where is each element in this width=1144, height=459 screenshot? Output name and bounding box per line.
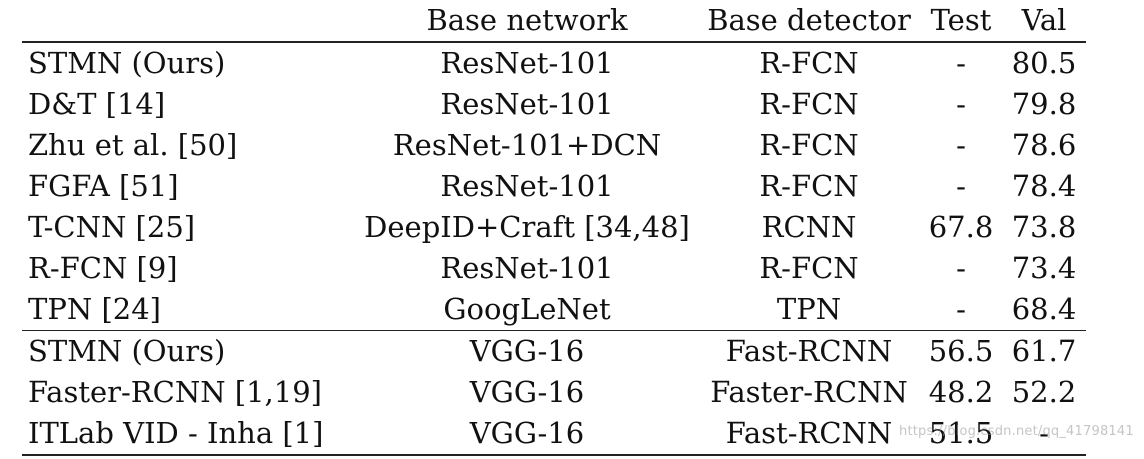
test-cell: - [920, 41, 1002, 84]
base-detector-cell: Fast-RCNN [698, 413, 920, 456]
base-network-cell: ResNet-101 [440, 87, 614, 121]
val-cell: 78.4 [1011, 169, 1077, 203]
header-test: Test [930, 3, 992, 37]
header-base-detector: Base detector [707, 3, 911, 37]
base-detector-cell: R-FCN [698, 41, 920, 84]
test-cell: - [956, 251, 966, 285]
header-row: Base network Base detector Test Val [22, 0, 1086, 42]
method-cell: Faster-RCNN [1,19] [28, 375, 322, 409]
base-network-cell: GoogLeNet [443, 292, 611, 326]
base-detector-cell: R-FCN [759, 87, 859, 121]
base-detector-cell: R-FCN [759, 251, 859, 285]
table-row: T-CNN [25] DeepID+Craft [34,48] RCNN 67.8 73… [22, 207, 1086, 248]
base-network-cell: VGG-16 [356, 413, 698, 456]
base-detector-cell: Faster-RCNN [710, 375, 908, 409]
test-cell: 56.5 [920, 330, 1002, 372]
table-row: FGFA [51] ResNet-101 R-FCN - 78.4 [22, 166, 1086, 207]
table-row: TPN [24] GoogLeNet TPN - 68.4 [22, 289, 1086, 331]
method-cell: FGFA [51] [28, 169, 179, 203]
val-cell: 73.8 [1011, 210, 1077, 244]
val-cell: 52.2 [1011, 375, 1077, 409]
base-detector-cell: RCNN [761, 210, 857, 244]
val-cell: 80.5 [1002, 41, 1086, 84]
results-table: Base network Base detector Test Val STMN… [22, 0, 1086, 456]
test-cell: - [956, 87, 966, 121]
method-cell: STMN (Ours) [22, 41, 356, 84]
base-detector-cell: TPN [776, 292, 842, 326]
base-network-cell: ResNet-101+DCN [392, 128, 662, 162]
base-network-cell: VGG-16 [469, 375, 585, 409]
method-cell: R-FCN [9] [28, 251, 178, 285]
base-network-cell: ResNet-101 [356, 41, 698, 84]
base-detector-cell: R-FCN [759, 128, 859, 162]
table-row: D&T [14] ResNet-101 R-FCN - 79.8 [22, 84, 1086, 125]
base-network-cell: DeepID+Craft [34,48] [364, 210, 690, 244]
method-cell: ITLab VID - Inha [1] [22, 413, 356, 456]
method-cell: STMN (Ours) [22, 330, 356, 372]
method-cell: T-CNN [25] [28, 210, 196, 244]
val-cell: 79.8 [1011, 87, 1077, 121]
test-cell: 48.2 [928, 375, 994, 409]
method-cell: D&T [14] [28, 87, 166, 121]
test-cell: - [956, 169, 966, 203]
table-figure: Base network Base detector Test Val STMN… [22, 0, 1134, 459]
watermark-text: https://blog.csdn.net/qq_41798141 [899, 424, 1134, 439]
val-cell: 73.4 [1011, 251, 1077, 285]
method-cell: TPN [24] [28, 292, 161, 326]
val-cell: 78.6 [1011, 128, 1077, 162]
val-cell: 61.7 [1002, 330, 1086, 372]
method-cell: Zhu et al. [50] [28, 128, 238, 162]
base-detector-cell: R-FCN [759, 169, 859, 203]
base-detector-cell: Fast-RCNN [698, 330, 920, 372]
base-network-cell: VGG-16 [356, 330, 698, 372]
test-cell: 67.8 [928, 210, 994, 244]
val-cell: - [1002, 413, 1086, 456]
test-cell: 51.5 [920, 413, 1002, 456]
header-method [22, 0, 356, 42]
base-network-cell: ResNet-101 [440, 169, 614, 203]
header-val: Val [1021, 3, 1067, 37]
test-cell: - [956, 292, 966, 326]
test-cell: - [956, 128, 966, 162]
base-network-cell: ResNet-101 [440, 251, 614, 285]
table-row: Faster-RCNN [1,19] VGG-16 Faster-RCNN 48.2 5… [22, 372, 1086, 413]
val-cell: 68.4 [1011, 292, 1077, 326]
table-row: R-FCN [9] ResNet-101 R-FCN - 73.4 [22, 248, 1086, 289]
header-base-network: Base network [426, 3, 628, 37]
table-row: Zhu et al. [50] ResNet-101+DCN R-FCN - 78.6 [22, 125, 1086, 166]
